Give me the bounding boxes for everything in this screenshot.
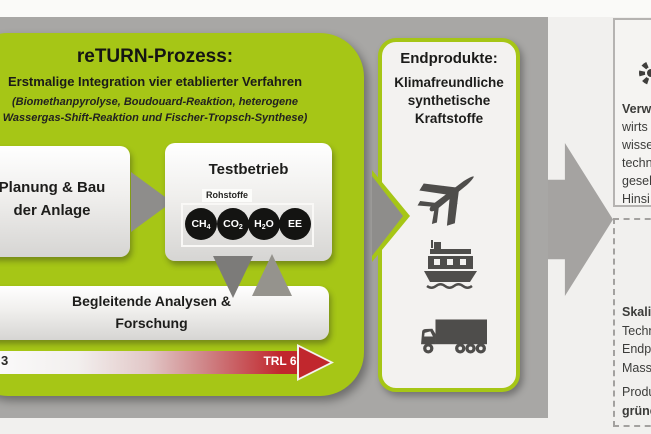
- outcome-top-line: Hinsi: [622, 192, 650, 206]
- truck-icon: [419, 317, 487, 357]
- planning-line2: der Anlage: [13, 202, 91, 219]
- gear-icon: [636, 58, 651, 88]
- products-line3: Kraftstoffe: [414, 111, 484, 126]
- outcome-bottom-line: Endp: [622, 342, 651, 356]
- test-box-title: Testbetrieb: [208, 161, 289, 178]
- outcome-top-line: gesel: [622, 174, 651, 188]
- outcome-top-heading: Verw: [622, 102, 651, 116]
- outcome-bottom-heading: Skali: [622, 305, 651, 319]
- planning-line1: Planung & Bau: [0, 179, 106, 196]
- outcome-top-box: Verw wirts wisse techn gesel Hinsi: [613, 18, 651, 207]
- feedstock-frame: [181, 203, 314, 247]
- outcome-bottom-line: Mass: [622, 360, 651, 375]
- products-description: Klimafreundliche synthetische Kraftstoff…: [378, 74, 520, 128]
- analysis-line1: Begleitende Analysen &: [72, 293, 231, 309]
- products-line2: synthetische: [407, 93, 491, 108]
- feed-text: O: [265, 218, 274, 230]
- test-operation-box: [165, 143, 332, 261]
- arrow-to-outcomes-icon: [548, 143, 613, 296]
- outcome-top-line: wirts: [622, 120, 648, 134]
- trl-start-label: 3: [1, 353, 9, 368]
- products-line1: Klimafreundliche: [394, 75, 504, 90]
- process-methods-line1: (Biomethanpyrolyse, Boudouard-Reaktion, …: [11, 96, 299, 108]
- planning-box: Planung & Bau der Anlage: [0, 146, 130, 257]
- outcome-top-line: wisse: [622, 138, 651, 152]
- feed-subscript: 4: [206, 224, 211, 231]
- feedstock-label: Rohstoffe: [202, 189, 252, 202]
- outcome-bottom-box: Skali Techn Endp Mass Produ grüne: [613, 218, 651, 427]
- outcome-bottom-para2-line2: grüne: [622, 403, 651, 418]
- feed-subscript: 2: [238, 224, 243, 231]
- feedstock-h2o-badge: H2O: [248, 208, 280, 240]
- process-title: reTURN-Prozess:: [76, 46, 234, 67]
- trl-end-label: TRL 6: [263, 354, 297, 368]
- outcome-bottom-para2-line1: Produ: [622, 385, 651, 399]
- feed-subscript: 2: [261, 224, 266, 231]
- feed-text: CH: [191, 218, 207, 230]
- feed-text: EE: [287, 218, 302, 230]
- feedstock-ee-badge: EE: [279, 208, 311, 240]
- feed-text: CO: [223, 218, 239, 230]
- ship-icon: [424, 238, 480, 292]
- top-background-strip: [0, 0, 651, 17]
- feed-text: H: [254, 218, 262, 230]
- feedstock-co2-badge: CO2: [217, 208, 249, 240]
- trl-scale-bar: [0, 351, 300, 374]
- feedstock-ch4-badge: CH4: [185, 208, 217, 240]
- process-subtitle: Erstmalige Integration vier etablierter …: [7, 74, 303, 89]
- outcome-bottom-line: Techn: [622, 323, 651, 338]
- analysis-line2: Forschung: [115, 315, 188, 331]
- process-methods-line2: Wassergas-Shift-Reaktion und Fischer-Tro…: [2, 112, 308, 124]
- products-title: Endprodukte:: [400, 50, 498, 67]
- outcome-top-line: techn: [622, 156, 651, 170]
- airplane-icon: [399, 144, 502, 246]
